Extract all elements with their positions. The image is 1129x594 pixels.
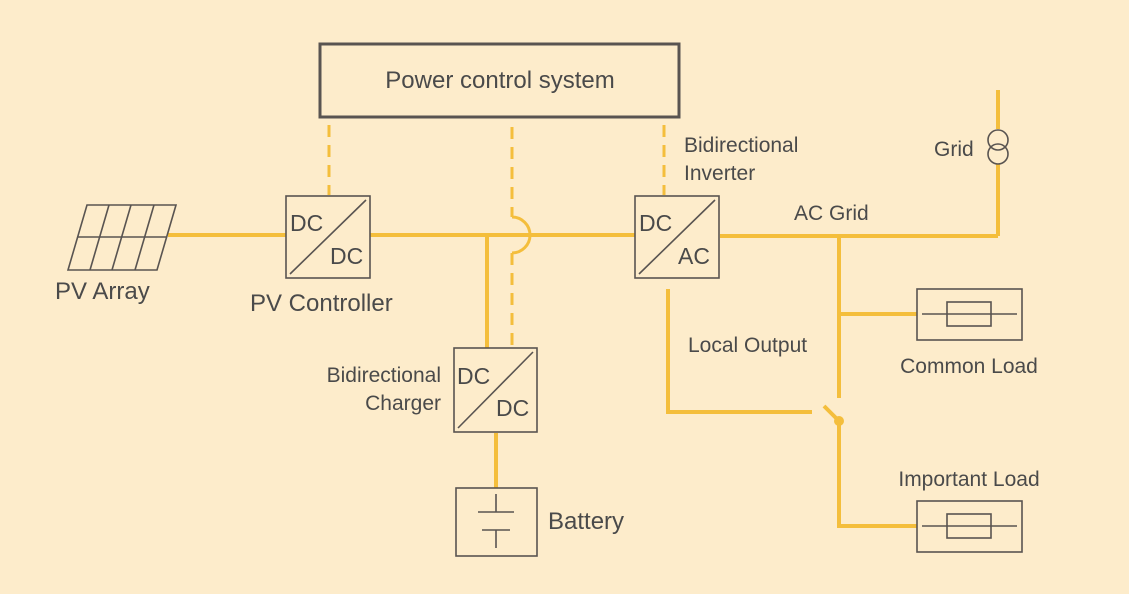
charger-divider [457,351,534,429]
inverter-top-label: DC [639,210,672,236]
pv-controller-bottom-label: DC [330,243,363,269]
grid-label: Grid [934,138,974,161]
inverter-bottom-label: AC [678,243,710,269]
power-wires [168,90,1000,528]
inverter-box [634,195,720,279]
pv-controller-box [285,195,371,279]
charger-label-line1: Bidirectional [327,364,441,387]
pv-array-icon [66,204,178,271]
wire-local-output [666,289,812,414]
local-output-label: Local Output [688,334,807,357]
important-load-box [916,500,1023,553]
common-load-box [916,288,1023,341]
battery-icon [478,494,514,548]
charger-label-line2: Charger [365,392,441,415]
control-link-crossover-hop [511,215,532,255]
common-load-label: Common Load [900,355,1038,378]
important-load-label: Important Load [898,468,1039,491]
power-control-system-label: Power control system [385,67,614,94]
charger-bottom-label: DC [496,395,529,421]
ac-grid-label: AC Grid [794,202,869,225]
charger-box [453,347,538,433]
charger-top-label: DC [457,363,490,389]
grid-transformer-icon [987,129,1009,165]
power-control-system-box [318,42,681,119]
important-load-icon [922,513,1017,539]
pv-controller-divider [289,199,367,275]
inverter-divider [638,199,716,275]
inverter-label-line2: Inverter [684,162,755,185]
battery-box [455,487,538,557]
battery-label: Battery [548,508,624,535]
common-load-icon [922,301,1017,327]
pv-array-label: PV Array [55,278,150,305]
pv-controller-top-label: DC [290,210,323,236]
wire-to-important-load [837,421,917,528]
pv-controller-label: PV Controller [250,290,393,317]
control-links [327,125,666,348]
inverter-label-line1: Bidirectional [684,134,798,157]
